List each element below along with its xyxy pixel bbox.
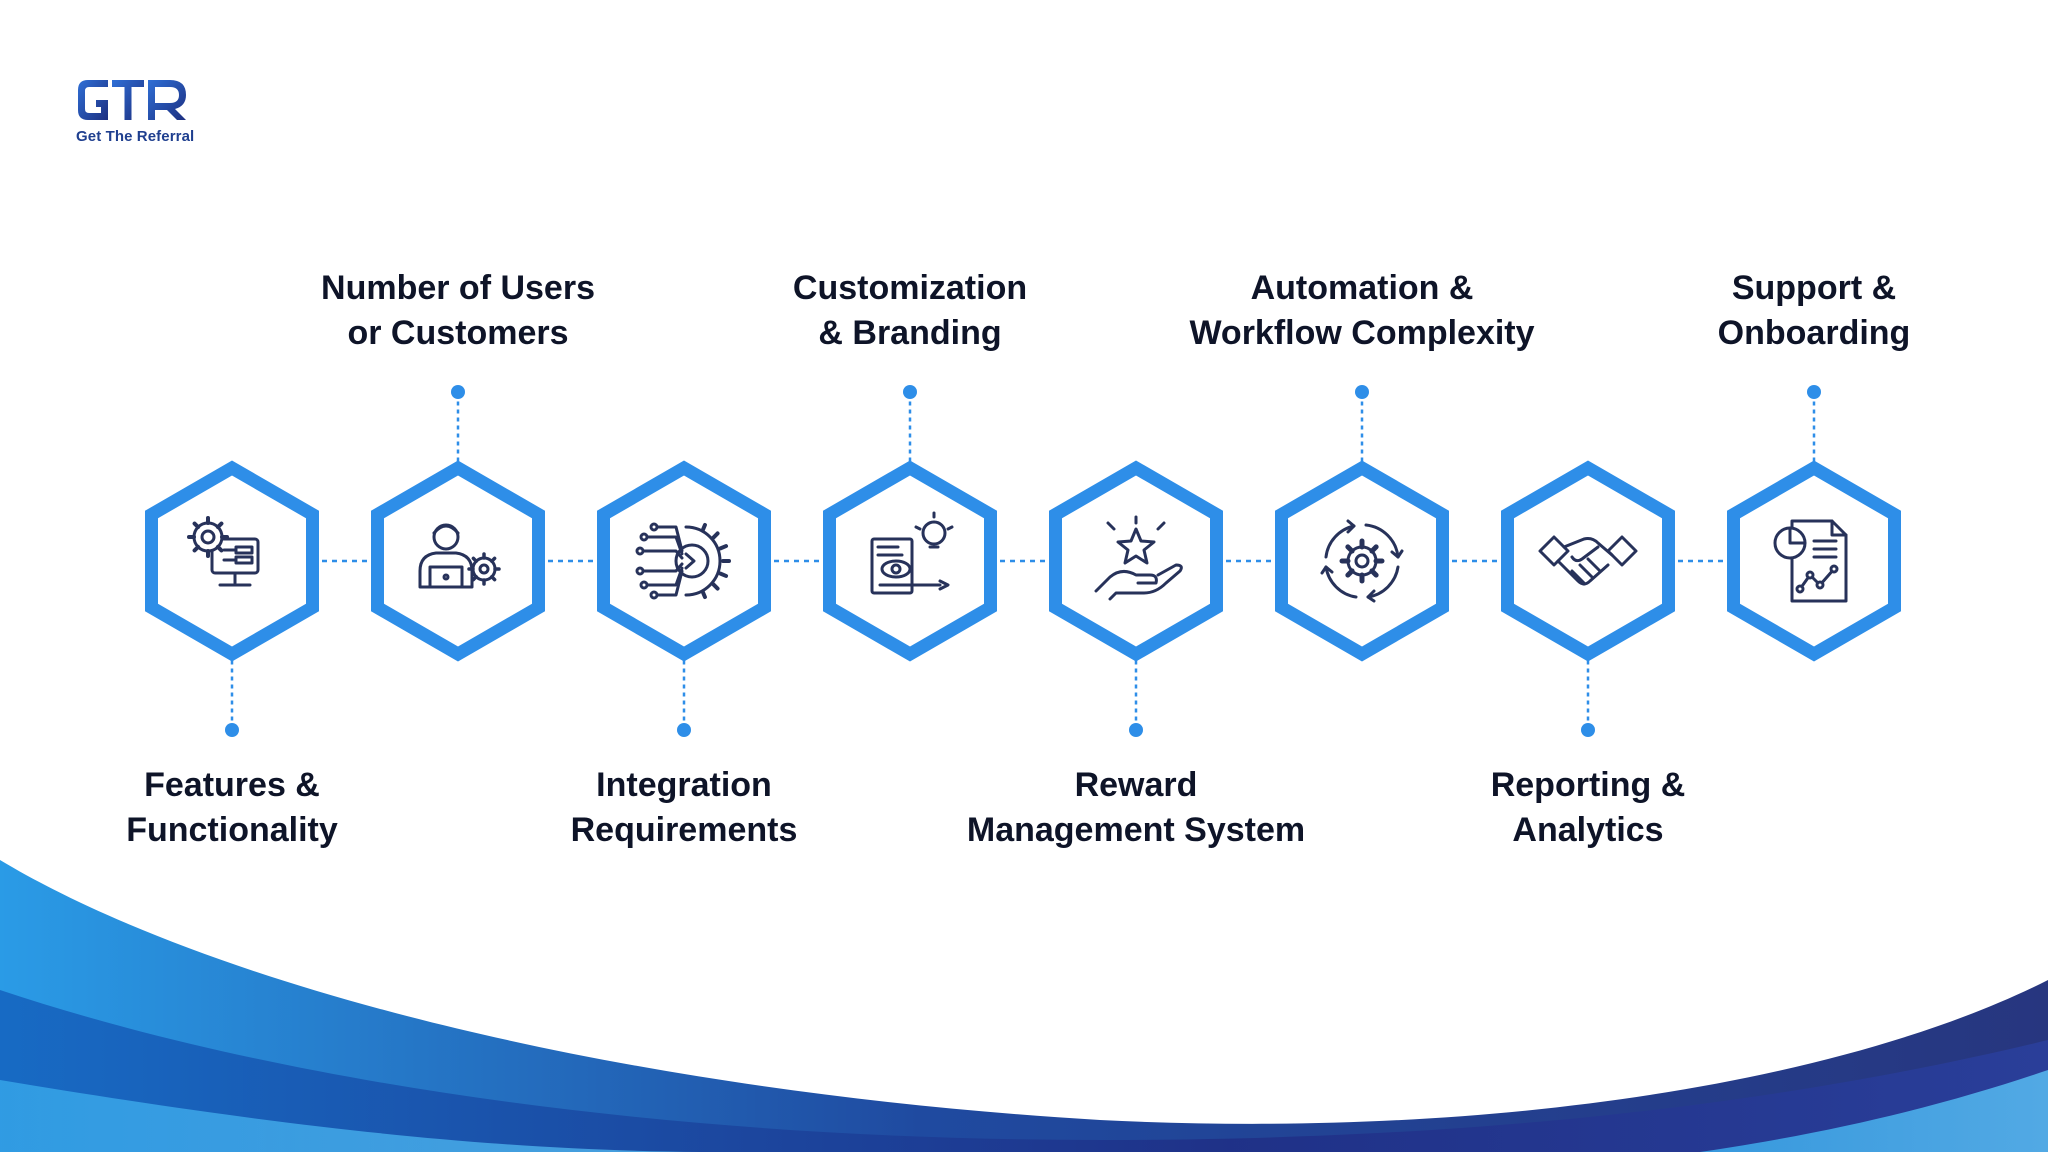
gtr-logo-mark [78,80,186,120]
step-label-line2: Analytics [1512,811,1664,849]
circuit-gear-arrow-icon [635,522,731,600]
step-label: Number of Users or Customers [248,266,668,356]
step-label-line2: Onboarding [1717,314,1911,352]
step-label: Reporting & Analytics [1378,763,1798,853]
step-hexagon [597,460,771,662]
settings-monitor-icon [187,516,260,587]
step-hexagon [1727,460,1901,662]
step-dot [1129,723,1143,737]
step-label-line1: Automation & [1250,269,1474,307]
step-label-line1: Reward [1074,766,1198,804]
step-hexagon [371,460,545,662]
background-wave [0,860,2048,1152]
step-label-line2: Functionality [126,811,338,849]
step-label: Automation & Workflow Complexity [1152,266,1572,356]
connector-lines [225,385,1821,737]
step-label: Customization & Branding [700,266,1120,356]
brand-tagline: Get The Referral [76,128,195,145]
step-label-line2: Workflow Complexity [1189,314,1535,352]
step-label-line1: Features & [144,766,320,804]
report-chart-icon [1773,519,1848,603]
step-dot [451,385,465,399]
document-eye-bulb-icon [870,511,954,595]
step-dot [1807,385,1821,399]
step-label-line2: Management System [966,811,1306,849]
step-label: Support & Onboarding [1604,266,2024,356]
step-hexagon [1275,460,1449,662]
step-label-line1: Number of Users [321,269,595,307]
step-dot [677,723,691,737]
step-label-line2: Requirements [570,811,798,849]
gear-cycle-icon [1320,519,1404,603]
step-label-line2: & Branding [818,314,1002,352]
step-dot [1355,385,1369,399]
hexagon-row [145,460,1901,662]
step-dot [1581,723,1595,737]
user-laptop-gear-icon [418,523,501,589]
step-label-line1: Reporting & [1490,766,1686,804]
step-label-line1: Integration [596,766,772,804]
step-label: Features & Functionality [22,763,442,853]
step-hexagon [1049,460,1223,662]
step-label-line2: or Customers [347,314,569,352]
hand-star-icon [1094,515,1183,601]
step-dot [903,385,917,399]
handshake-icon [1538,535,1638,586]
step-label-line1: Support & [1731,269,1897,307]
brand-logo[interactable]: Get The Referral [74,72,234,152]
step-hexagon [823,460,997,662]
step-dot [225,723,239,737]
step-label-line1: Customization [792,269,1028,307]
